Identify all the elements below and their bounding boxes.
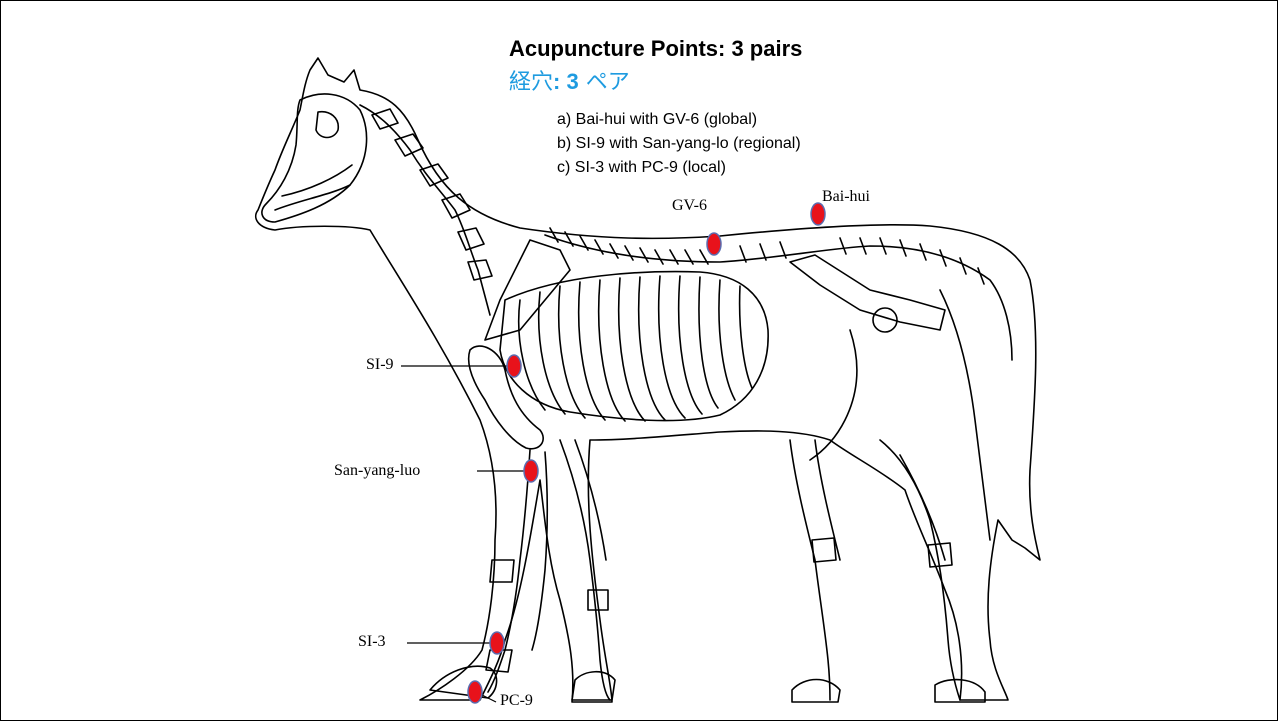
label-si3: SI-3 — [358, 633, 386, 651]
pelvis — [790, 255, 945, 330]
subtitle-num: 3 — [566, 69, 578, 94]
hind-leg-near — [790, 440, 840, 700]
hind-leg-far — [880, 440, 960, 700]
subtitle-kanji: 経穴 — [509, 70, 553, 95]
point-si3 — [490, 632, 504, 654]
pair-item: c) SI-3 with PC-9 (local) — [557, 156, 801, 180]
pc9-leader — [482, 695, 496, 702]
pairs-list: a) Bai-hui with GV-6 (global) b) SI-9 wi… — [557, 108, 801, 180]
subtitle-sep: : — [553, 69, 566, 94]
tail — [940, 290, 990, 540]
front-leg-far — [560, 440, 610, 700]
femur — [810, 330, 857, 460]
label-bai-hui: Bai-hui — [822, 188, 870, 206]
label-gv6: GV-6 — [672, 197, 707, 215]
slide-subtitle-japanese: 経穴: 3 ペア — [509, 64, 630, 96]
pair-item: b) SI-9 with San-yang-lo (regional) — [557, 132, 801, 156]
point-si9 — [507, 355, 521, 377]
label-san-yang-luo: San-yang-luo — [334, 462, 420, 480]
slide-title: Acupuncture Points: 3 pairs — [509, 36, 802, 62]
pair-item: a) Bai-hui with GV-6 (global) — [557, 108, 801, 132]
point-pc9 — [468, 681, 482, 703]
point-san-yang-luo — [524, 460, 538, 482]
point-gv6 — [707, 233, 721, 255]
scapula — [485, 240, 570, 340]
skull — [262, 94, 367, 222]
subtitle-kana: ペア — [579, 70, 630, 95]
point-bai-hui — [811, 203, 825, 225]
label-si9: SI-9 — [366, 356, 394, 374]
label-pc9: PC-9 — [500, 692, 533, 710]
